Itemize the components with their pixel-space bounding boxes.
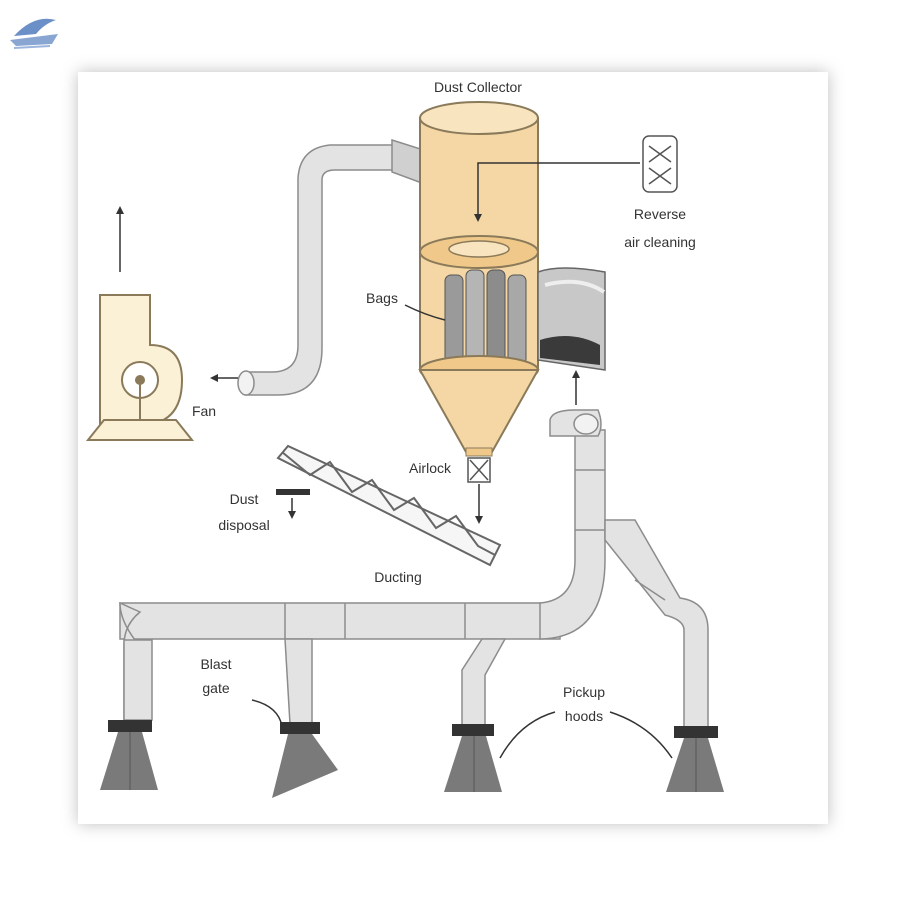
label-pickup-hoods-1: Pickup bbox=[563, 684, 605, 700]
inlet-housing bbox=[537, 267, 606, 371]
reverse-air-arrow bbox=[474, 162, 640, 222]
label-blast-gate-1: Blast bbox=[200, 656, 231, 672]
pickup-hood bbox=[444, 724, 502, 792]
label-dust-disposal-1: Dust bbox=[230, 491, 259, 507]
flow-arrows bbox=[116, 162, 640, 524]
label-bags: Bags bbox=[366, 290, 398, 306]
dust-conveyor bbox=[276, 444, 502, 567]
label-airlock: Airlock bbox=[409, 460, 452, 476]
second-drop-duct bbox=[284, 638, 313, 725]
disposal-bar bbox=[276, 489, 310, 495]
label-reverse-air-2: air cleaning bbox=[624, 234, 696, 250]
bags-leader bbox=[404, 304, 446, 321]
label-pickup-hoods-2: hoods bbox=[565, 708, 603, 724]
riser-duct bbox=[539, 429, 606, 640]
fan bbox=[85, 294, 195, 441]
main-duct bbox=[119, 602, 561, 640]
blast-gate-leader bbox=[251, 699, 283, 727]
dust-collector bbox=[418, 101, 540, 457]
reverse-air-valve-icon bbox=[642, 135, 678, 193]
airlock-valve-icon bbox=[467, 457, 491, 483]
label-fan: Fan bbox=[192, 403, 216, 419]
leader-lines bbox=[251, 304, 673, 759]
ducting-network bbox=[119, 409, 709, 729]
pickup-leader-right bbox=[609, 711, 673, 759]
pickup-hood bbox=[100, 720, 158, 790]
pickup-leader-left bbox=[499, 711, 556, 759]
filter-bags bbox=[444, 269, 527, 366]
pickup-hood bbox=[666, 726, 724, 792]
label-reverse-air-1: Reverse bbox=[634, 206, 686, 222]
ship-logo-icon bbox=[10, 18, 58, 49]
label-dust-collector: Dust Collector bbox=[434, 79, 522, 95]
pickup-hood bbox=[272, 722, 338, 798]
label-ducting: Ducting bbox=[374, 569, 421, 585]
label-dust-disposal-2: disposal bbox=[218, 517, 269, 533]
left-drop-duct bbox=[123, 639, 153, 721]
label-blast-gate-2: gate bbox=[202, 680, 229, 696]
